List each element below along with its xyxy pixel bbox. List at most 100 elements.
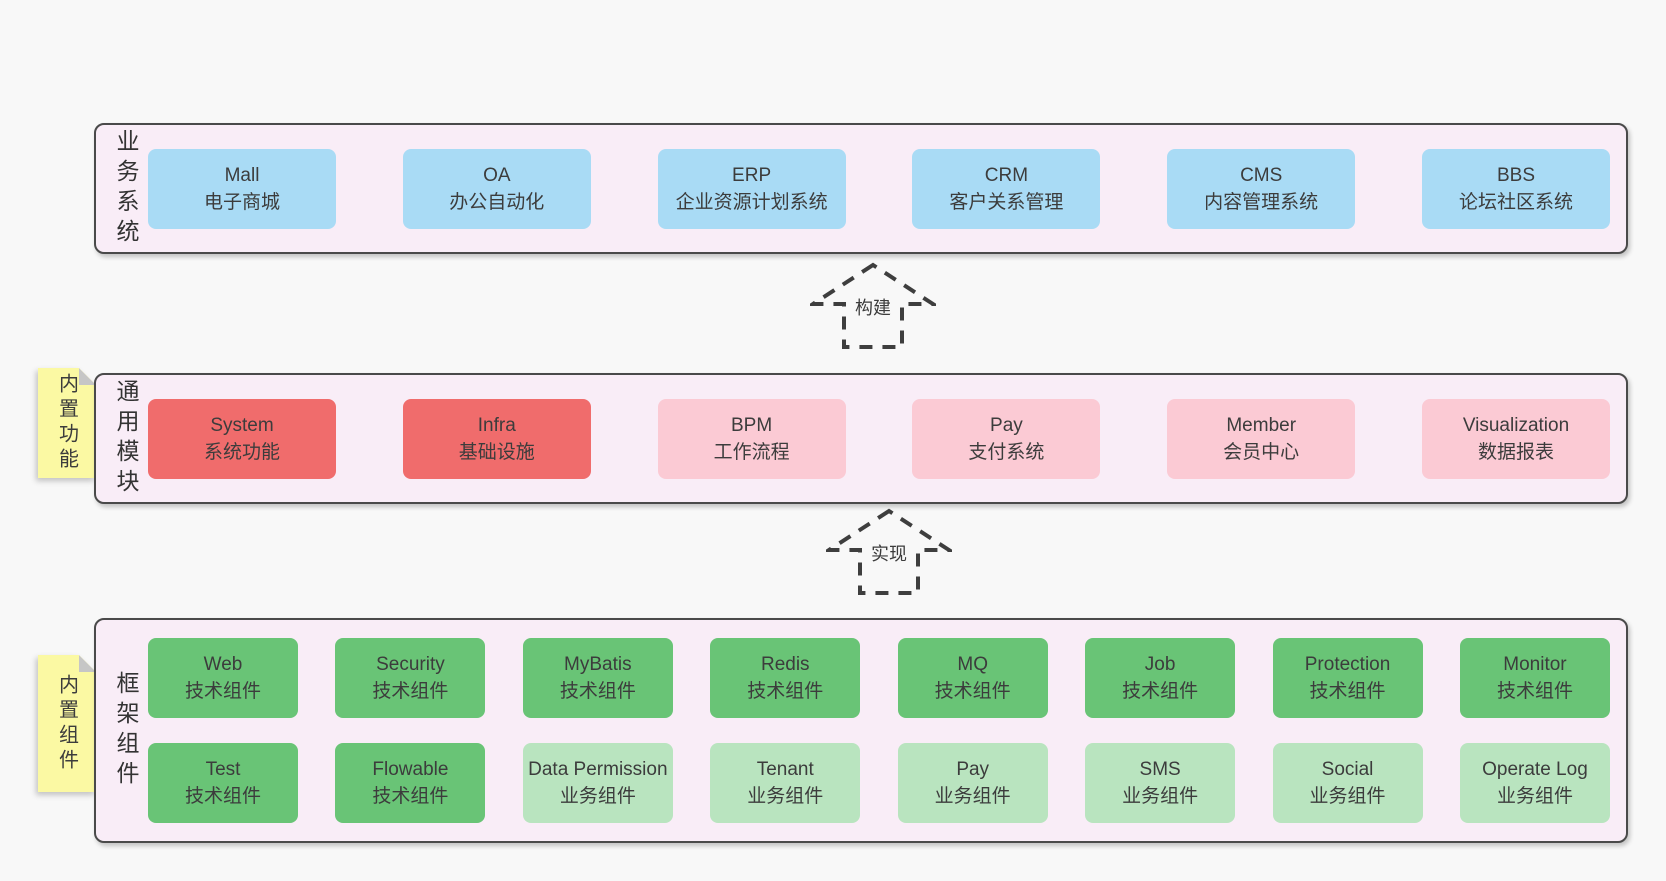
box-cms: CMS 内容管理系统	[1167, 148, 1356, 229]
box-test: Test 技术组件	[148, 743, 298, 823]
section-common-modules: 通用模块 System 系统功能 Infra 基础设施 BPM 工作流程 Pay 支付系统 Me…	[94, 373, 1628, 504]
sticky-note-builtin-components: 内置组件	[38, 655, 96, 792]
box-bpm: BPM 工作流程	[657, 398, 846, 479]
box-title: Security	[376, 654, 445, 675]
box-title: OA	[483, 164, 511, 186]
sticky-note-builtin-features: 内置功能	[38, 368, 96, 478]
box-subtitle: 客户关系管理	[949, 191, 1064, 213]
box-sms: SMS 业务组件	[1085, 743, 1236, 823]
box-subtitle: 技术组件	[184, 681, 261, 702]
box-subtitle: 企业资源计划系统	[675, 191, 828, 213]
box-title: CMS	[1240, 164, 1283, 186]
arrow-implement: 实现	[826, 508, 952, 596]
box-crm: CRM 客户关系管理	[912, 148, 1101, 229]
box-title: Infra	[477, 414, 516, 436]
box-title: Tenant	[756, 759, 814, 780]
box-subtitle: 支付系统	[968, 441, 1045, 463]
box-subtitle: 基础设施	[458, 441, 535, 463]
box-system: System 系统功能	[148, 398, 336, 479]
box-subtitle: 数据报表	[1477, 441, 1554, 463]
box-pay: Pay 支付系统	[912, 398, 1101, 479]
box-subtitle: 工作流程	[713, 441, 790, 463]
box-subtitle: 业务组件	[1122, 786, 1199, 807]
box-title: Test	[205, 759, 241, 780]
arrow-build: 构建	[810, 262, 936, 350]
box-subtitle: 业务组件	[1309, 786, 1386, 807]
common-modules-box-row: System 系统功能 Infra 基础设施 BPM 工作流程 Pay 支付系统 Member 会…	[148, 398, 1610, 479]
box-title: MQ	[957, 654, 988, 675]
box-title: BPM	[731, 414, 773, 436]
sticky-note-label: 内置功能	[55, 373, 78, 473]
box-title: CRM	[984, 164, 1029, 186]
arrow-implement-label: 实现	[867, 539, 911, 567]
box-title: MyBatis	[564, 654, 632, 675]
box-operate-log: Operate Log 业务组件	[1459, 743, 1610, 823]
business-systems-box-row: Mall 电子商城 OA 办公自动化 ERP 企业资源计划系统 CRM 客户关系管理 CMS 内容…	[148, 148, 1610, 229]
box-erp: ERP 企业资源计划系统	[657, 148, 846, 229]
box-subtitle: 技术组件	[1309, 681, 1386, 702]
box-bbs: BBS 论坛社区系统	[1421, 148, 1610, 229]
box-subtitle: 业务组件	[1496, 786, 1573, 807]
box-subtitle: 技术组件	[747, 681, 824, 702]
box-title: Pay	[956, 759, 990, 780]
box-title: Pay	[990, 414, 1023, 436]
box-social: Social 业务组件	[1272, 743, 1423, 823]
box-subtitle: 系统功能	[203, 441, 280, 463]
box-subtitle: 办公自动化	[449, 191, 545, 213]
box-title: Social	[1321, 759, 1374, 780]
box-flowable: Flowable 技术组件	[335, 743, 486, 823]
dashed-up-arrow-icon	[810, 262, 936, 349]
box-subtitle: 业务组件	[559, 786, 636, 807]
section-business-systems: 业务系统 Mall 电子商城 OA 办公自动化 ERP 企业资源计划系统 CRM 客户关系管理…	[94, 123, 1628, 254]
box-title: Mall	[224, 164, 260, 186]
box-subtitle: 技术组件	[1122, 681, 1199, 702]
arrow-build-label: 构建	[851, 293, 895, 321]
box-member: Member 会员中心	[1167, 398, 1356, 479]
box-mq: MQ 技术组件	[897, 638, 1048, 718]
box-title: Operate Log	[1482, 759, 1588, 780]
box-subtitle: 业务组件	[934, 786, 1011, 807]
box-pay: Pay 业务组件	[897, 743, 1048, 823]
framework-components-row-2: Test 技术组件 Flowable 技术组件 Data Permission 业务组件 T…	[148, 743, 1610, 823]
box-subtitle: 技术组件	[559, 681, 636, 702]
box-visualization: Visualization 数据报表	[1421, 398, 1610, 479]
box-subtitle: 技术组件	[372, 786, 449, 807]
box-subtitle: 会员中心	[1223, 441, 1300, 463]
box-infra: Infra 基础设施	[402, 398, 591, 479]
box-title: Data Permission	[528, 759, 668, 780]
box-web: Web 技术组件	[148, 638, 298, 718]
box-protection: Protection 技术组件	[1272, 638, 1423, 718]
box-subtitle: 内容管理系统	[1204, 191, 1319, 213]
box-title: SMS	[1139, 759, 1181, 780]
box-subtitle: 技术组件	[184, 786, 261, 807]
box-title: Member	[1226, 414, 1297, 436]
box-title: Flowable	[372, 759, 449, 780]
box-subtitle: 电子商城	[203, 191, 280, 213]
sticky-note-paper: 内置组件	[38, 655, 96, 792]
box-subtitle: 论坛社区系统	[1458, 191, 1573, 213]
box-subtitle: 技术组件	[934, 681, 1011, 702]
box-subtitle: 技术组件	[1496, 681, 1573, 702]
box-title: System	[210, 414, 274, 436]
box-monitor: Monitor 技术组件	[1459, 638, 1610, 718]
section-label-common-modules: 通用模块	[113, 378, 139, 499]
box-title: Visualization	[1462, 414, 1570, 436]
box-title: BBS	[1496, 164, 1535, 186]
box-mybatis: MyBatis 技术组件	[522, 638, 673, 718]
box-title: ERP	[732, 164, 772, 186]
box-title: Job	[1144, 654, 1176, 675]
section-label-business-systems: 业务系统	[113, 128, 139, 249]
sticky-note-label: 内置组件	[55, 673, 78, 774]
box-title: Protection	[1304, 654, 1391, 675]
box-title: Monitor	[1503, 654, 1567, 675]
box-job: Job 技术组件	[1085, 638, 1236, 718]
box-title: Web	[203, 654, 243, 675]
box-mall: Mall 电子商城	[148, 148, 336, 229]
section-label-framework-components: 框架组件	[113, 670, 139, 791]
